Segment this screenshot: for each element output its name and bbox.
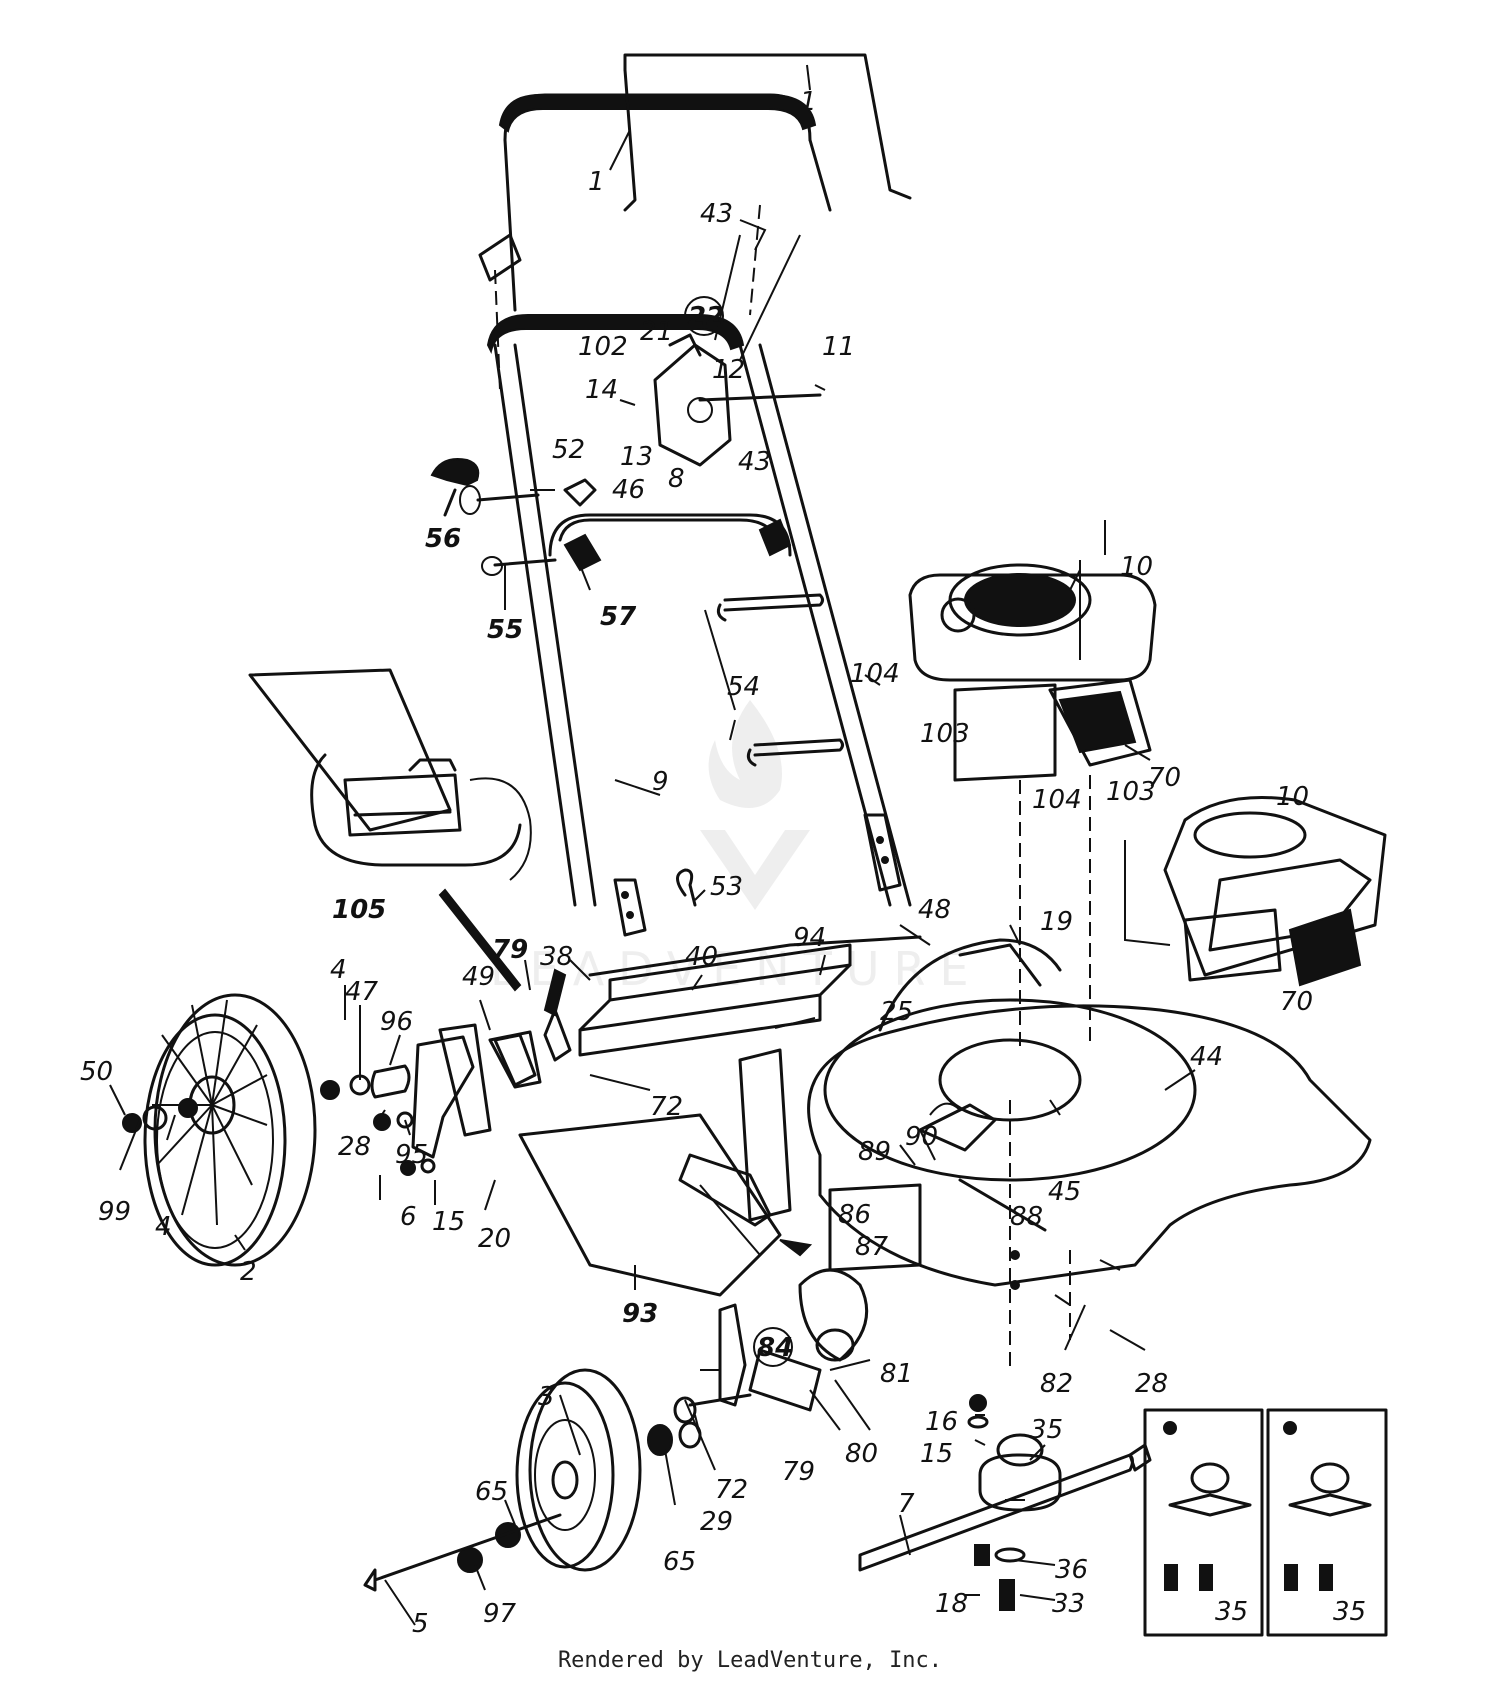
part-callout-p10b: 10: [1276, 782, 1309, 812]
part-callout-p8: 8: [668, 464, 685, 494]
part-callout-p54: 54: [727, 672, 760, 702]
part-callout-p4a: 4: [330, 955, 347, 985]
part-callout-p97: 97: [483, 1599, 517, 1629]
part-callout-p82: 82: [1040, 1369, 1073, 1399]
callout-circle: [684, 296, 724, 336]
part-callout-p46: 46: [612, 475, 645, 505]
left-wheel: [122, 993, 542, 1267]
part-callout-p57: 57: [600, 602, 637, 632]
part-callout-p72b: 72: [715, 1475, 748, 1505]
part-callout-p28a: 28: [338, 1132, 371, 1162]
part-callout-p103a: 103: [920, 719, 970, 749]
part-callout-p50: 50: [80, 1057, 113, 1087]
part-callout-p36: 36: [1055, 1555, 1088, 1585]
part-callout-p99: 99: [98, 1197, 131, 1227]
part-callout-p88: 88: [1010, 1202, 1043, 1232]
rear-deck-parts: [438, 935, 922, 1297]
watermark-logo: LEADVENTURE: [490, 700, 983, 996]
part-callout-p1a: 1: [588, 167, 605, 197]
upper-handle: [478, 53, 912, 391]
part-callout-p25: 25: [880, 997, 913, 1027]
part-callout-p103b: 103: [1106, 777, 1156, 807]
blade-assembly: [858, 1394, 1388, 1637]
right-wheel: [363, 1268, 869, 1592]
part-callout-p48: 48: [918, 895, 951, 925]
part-callout-p10a: 10: [1120, 552, 1153, 582]
part-callout-p11: 11: [822, 332, 855, 362]
watermark-text: LEADVENTURE: [490, 942, 983, 996]
part-callout-p49: 49: [462, 962, 495, 992]
part-callout-p102: 102: [578, 332, 628, 362]
part-callout-p70b: 70: [1280, 987, 1313, 1017]
part-callout-p96: 96: [380, 1007, 413, 1037]
part-callout-p16: 16: [925, 1407, 958, 1437]
part-callout-p20: 20: [478, 1224, 511, 1254]
part-callout-p1b: 1: [800, 87, 817, 117]
callout-circle: [753, 1327, 793, 1367]
mower-deck: [738, 938, 1372, 1370]
part-callout-p40: 40: [685, 942, 718, 972]
part-callout-p89: 89: [858, 1137, 891, 1167]
part-callout-p90: 90: [905, 1122, 938, 1152]
engine-alternate: [1124, 796, 1387, 987]
part-callout-p79b: 79: [782, 1457, 815, 1487]
part-callout-p65a: 65: [475, 1477, 508, 1507]
part-callout-p7: 7: [898, 1489, 915, 1519]
part-callout-p94: 94: [793, 923, 826, 953]
part-callout-p47: 47: [345, 977, 379, 1007]
lower-handle: [430, 314, 912, 937]
part-callout-p29: 29: [700, 1507, 733, 1537]
part-callout-p53: 53: [710, 872, 743, 902]
part-callout-p72a: 72: [650, 1092, 683, 1122]
part-callout-p15a: 15: [432, 1207, 465, 1237]
part-callout-p79a: 79: [492, 935, 528, 965]
leader-lines: [109, 64, 1196, 1626]
part-callout-p80: 80: [845, 1439, 878, 1469]
part-callout-p19: 19: [1040, 907, 1073, 937]
part-callout-p87: 87: [855, 1232, 889, 1262]
part-callout-p81: 81: [880, 1359, 913, 1389]
part-callout-p38: 38: [540, 942, 573, 972]
parts-diagram: LEADVENTURE: [80, 53, 1388, 1639]
part-callout-p21: 21: [640, 317, 673, 347]
engine-main: [908, 520, 1157, 1050]
part-callout-p35b: 35: [1215, 1597, 1248, 1627]
part-callout-p104a: 104: [850, 659, 900, 689]
part-callout-p93: 93: [622, 1299, 658, 1329]
part-callout-p15b: 15: [920, 1439, 953, 1469]
grass-catcher: [248, 668, 532, 992]
part-callout-p33: 33: [1052, 1589, 1085, 1619]
part-callout-p12: 12: [712, 355, 745, 385]
render-credit: Rendered by LeadVenture, Inc.: [557, 1648, 943, 1673]
part-callout-p52: 52: [552, 435, 585, 465]
part-callout-p45: 45: [1048, 1177, 1081, 1207]
part-callout-p104b: 104: [1032, 785, 1082, 815]
part-callout-p6: 6: [400, 1202, 417, 1232]
part-callout-p95: 95: [395, 1140, 428, 1170]
part-callout-p35c: 35: [1333, 1597, 1366, 1627]
part-callout-p18: 18: [935, 1589, 968, 1619]
part-callout-p65b: 65: [663, 1547, 696, 1577]
part-callout-p13: 13: [620, 442, 653, 472]
part-callout-p56: 56: [425, 524, 461, 554]
part-callout-p86: 86: [838, 1200, 871, 1230]
part-callout-p84: 84: [757, 1333, 793, 1363]
part-callout-p44: 44: [1190, 1042, 1223, 1072]
part-callout-p70a: 70: [1148, 763, 1181, 793]
part-callout-p105: 105: [332, 895, 386, 925]
part-callout-p28b: 28: [1135, 1369, 1168, 1399]
part-callout-p14: 14: [585, 375, 618, 405]
part-callout-p5: 5: [412, 1609, 429, 1639]
part-callout-p4b: 4: [155, 1212, 172, 1242]
part-callout-p2: 2: [240, 1257, 257, 1287]
part-callout-p35a: 35: [1030, 1415, 1063, 1445]
part-callout-p22: 22: [688, 302, 724, 332]
part-callout-p9: 9: [652, 767, 669, 797]
part-callout-p43a: 43: [700, 199, 733, 229]
part-callout-p43b: 43: [738, 447, 771, 477]
part-callout-p3: 3: [538, 1382, 555, 1412]
part-callout-p55: 55: [487, 615, 523, 645]
